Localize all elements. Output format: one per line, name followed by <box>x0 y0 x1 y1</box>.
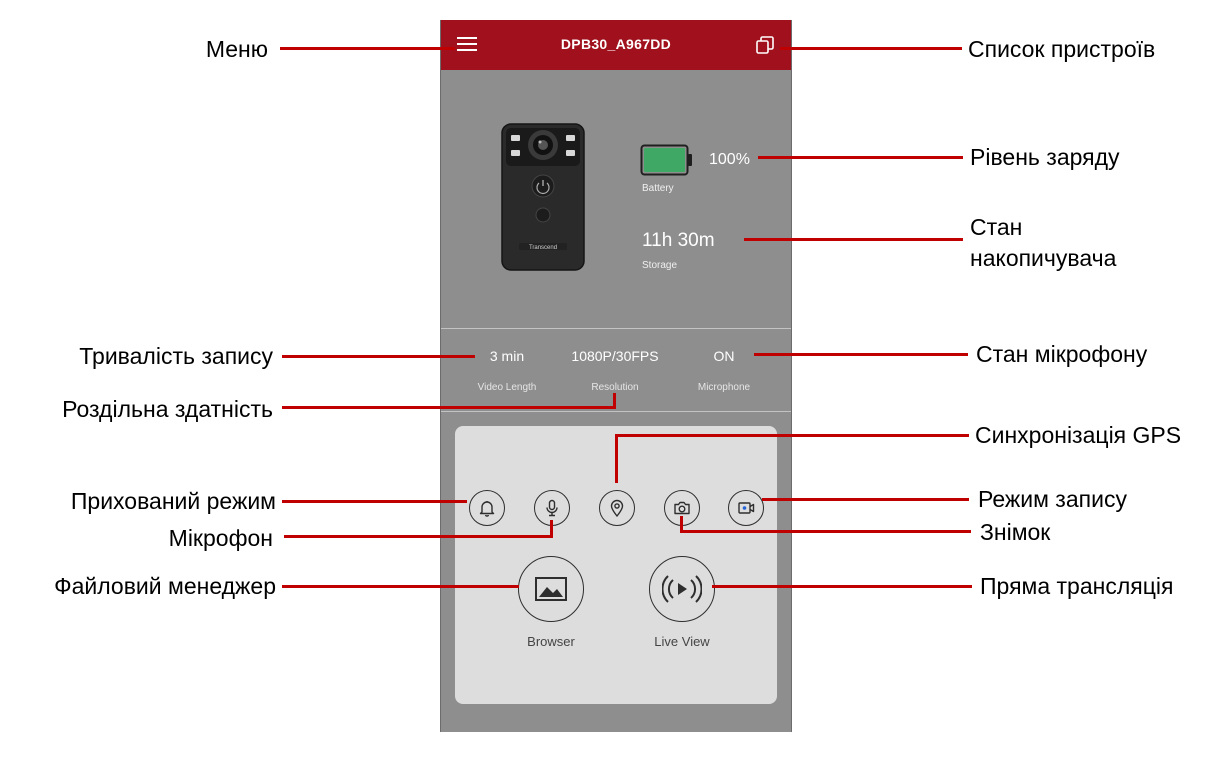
callout-microphone: Мікрофон <box>168 525 273 551</box>
callout-line-microphone-status <box>754 353 968 356</box>
video-length-label: Video Length <box>477 382 537 393</box>
callout-microphone-status: Стан мікрофону <box>976 341 1148 367</box>
browser-label: Browser <box>527 634 575 649</box>
callout-storage-line1: Стан <box>970 214 1023 240</box>
browser-button[interactable] <box>518 556 584 622</box>
hamburger-icon[interactable] <box>457 37 477 53</box>
battery-icon <box>640 144 692 176</box>
bell-icon <box>479 501 495 517</box>
callout-line-device-list <box>780 47 962 50</box>
callout-line-microphone <box>284 535 553 538</box>
gps-sync-button[interactable] <box>599 490 635 526</box>
callout-live-stream: Пряма трансляція <box>980 573 1174 599</box>
callout-vline-gps-sync <box>615 434 618 483</box>
microphone-label: Microphone <box>697 382 751 393</box>
microphone-value: ON <box>713 348 735 364</box>
microphone-icon <box>546 499 558 517</box>
image-icon <box>535 577 567 601</box>
device-name: DPB30_A967DD <box>560 36 672 52</box>
callout-vline-resolution <box>613 393 616 409</box>
battery-percent: 100% <box>709 151 750 168</box>
callout-vline-snapshot <box>680 516 683 533</box>
camera-brand: Transcend <box>529 245 557 251</box>
storage-value: 11h 30m <box>642 230 715 251</box>
callout-battery-level: Рівень заряду <box>970 144 1120 170</box>
callout-line-live-stream <box>712 585 972 588</box>
callout-line-battery-level <box>758 156 963 159</box>
video-length-value: 3 min <box>489 348 525 364</box>
callout-line-snapshot <box>680 530 971 533</box>
callout-resolution: Роздільна здатність <box>62 396 273 422</box>
record-mode-button[interactable] <box>728 490 764 526</box>
video-icon <box>738 502 755 514</box>
callout-line-storage <box>744 238 963 241</box>
broadcast-icon <box>662 575 702 603</box>
hidden-mode-button[interactable] <box>469 490 505 526</box>
storage-label: Storage <box>642 260 678 271</box>
callout-device-list: Список пристроїв <box>968 36 1156 62</box>
copy-icon[interactable] <box>755 35 775 55</box>
divider-bottom <box>441 411 791 412</box>
callout-gps-sync: Синхронізація GPS <box>975 422 1182 448</box>
resolution-value: 1080P/30FPS <box>571 348 659 364</box>
callout-line-resolution <box>282 406 616 409</box>
camera-icon <box>674 501 690 515</box>
camera-image: Transcend <box>501 123 585 271</box>
battery-label: Battery <box>642 183 674 194</box>
callout-storage-line2: накопичувача <box>970 245 1117 271</box>
callout-line-video-length <box>282 355 475 358</box>
callout-menu: Меню <box>205 36 268 62</box>
app-screen: DPB30_A967DD Transcend 100% Battery 11h … <box>440 20 792 732</box>
callout-line-file-manager <box>282 585 519 588</box>
live-view-button[interactable] <box>649 556 715 622</box>
live-view-label: Live View <box>654 634 710 649</box>
callout-file-manager: Файловий менеджер <box>54 573 276 599</box>
resolution-label: Resolution <box>591 382 639 393</box>
callout-vline-microphone <box>550 520 553 538</box>
callout-snapshot: Знімок <box>980 519 1051 545</box>
app-header: DPB30_A967DD <box>441 20 791 70</box>
callout-hidden-mode: Прихований режим <box>70 488 276 514</box>
callout-line-menu <box>280 47 455 50</box>
callout-video-length: Тривалість запису <box>79 343 273 369</box>
map-pin-icon <box>610 499 624 518</box>
divider-top <box>441 328 791 329</box>
callout-record-mode: Режим запису <box>978 486 1127 512</box>
callout-line-hidden-mode <box>282 500 467 503</box>
callout-line-gps-sync <box>615 434 969 437</box>
callout-line-record-mode <box>762 498 969 501</box>
